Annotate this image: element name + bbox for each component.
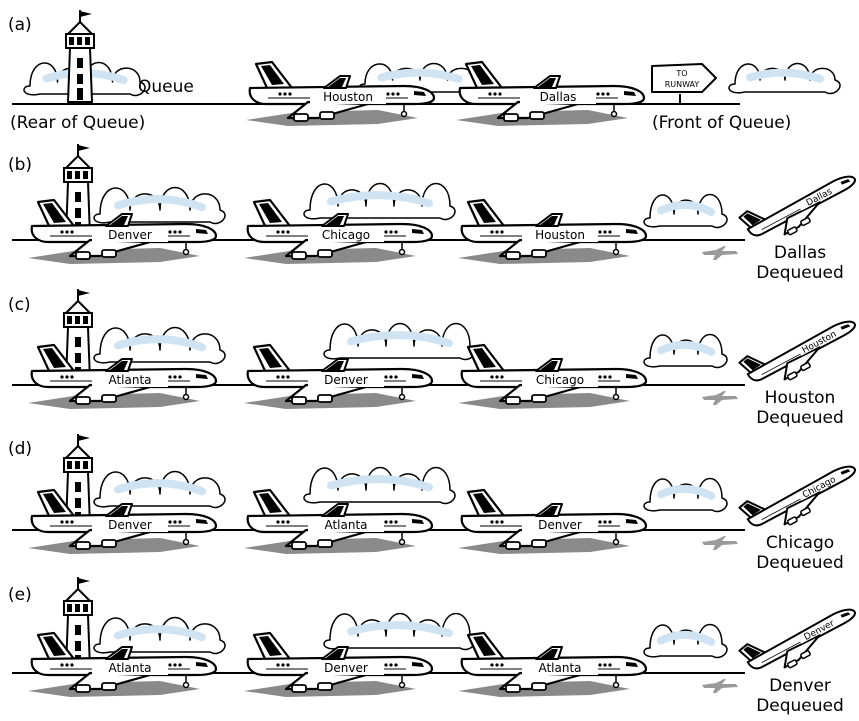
panel-letter: (c): [8, 295, 31, 315]
queue-label: Queue: [138, 77, 194, 97]
cloud: [729, 64, 840, 94]
status-city: Houston: [765, 388, 836, 408]
sign-line1: TO: [675, 69, 687, 78]
cloud: [94, 188, 225, 224]
departing-plane: Dallas: [738, 160, 859, 253]
front-label: (Front of Queue): [652, 113, 791, 133]
status-word: Dequeued: [756, 408, 844, 428]
queued-plane: Houston: [458, 200, 646, 264]
plane-label: Denver: [324, 373, 368, 387]
panels-layer: (a) Queue (Rear of Queue) (Front of Queue) T…: [8, 10, 859, 716]
departing-plane: Houston: [738, 305, 859, 398]
plane-label: Chicago: [536, 373, 584, 387]
plane-label: Atlanta: [324, 518, 367, 532]
cloud: [94, 328, 225, 364]
plane-label: Denver: [538, 518, 582, 532]
queued-plane: Denver: [458, 490, 646, 554]
ground-shadow: [702, 536, 738, 550]
departing-plane: Chicago: [738, 450, 859, 543]
status-city: Dallas: [774, 243, 826, 263]
cloud: [644, 335, 727, 368]
plane-label: Houston: [323, 90, 373, 104]
cloud: [304, 468, 455, 504]
cloud: [94, 472, 225, 508]
plane-label: Denver: [324, 661, 368, 675]
panel-letter: (d): [8, 439, 32, 459]
plane-label: Dallas: [540, 90, 577, 104]
cloud: [324, 614, 475, 650]
ground-shadow: [702, 391, 738, 405]
panel-letter: (e): [8, 585, 32, 605]
status-city: Chicago: [766, 533, 834, 553]
departing-plane: Denver: [738, 593, 859, 686]
plane-label: Atlanta: [538, 661, 581, 675]
status-city: Denver: [769, 676, 831, 696]
plane-label: Atlanta: [108, 373, 151, 387]
rear-label: (Rear of Queue): [10, 113, 145, 133]
sign-line2: RUNWAY: [665, 80, 700, 89]
status-word: Dequeued: [756, 263, 844, 283]
plane-label: Denver: [108, 518, 152, 532]
panel-a: (a) Queue (Rear of Queue) (Front of Queue) T…: [8, 10, 840, 133]
ground-shadow: [702, 679, 738, 693]
cloud: [304, 184, 455, 220]
plane-label: Denver: [108, 228, 152, 242]
status-word: Dequeued: [756, 553, 844, 573]
control-tower: [66, 10, 94, 102]
plane-label: Atlanta: [108, 661, 151, 675]
status-word: Dequeued: [756, 696, 844, 716]
ground-shadow: [702, 246, 738, 260]
panel-letter: (b): [8, 155, 32, 175]
cloud: [94, 618, 225, 654]
plane-label: Houston: [535, 228, 585, 242]
runway-sign: TO RUNWAY: [652, 64, 716, 104]
cloud: [644, 195, 727, 228]
plane-label: Chicago: [322, 228, 370, 242]
queued-plane: Chicago: [458, 345, 646, 409]
cloud: [644, 625, 727, 658]
queued-plane: Atlanta: [458, 633, 646, 697]
cloud: [644, 479, 727, 512]
queued-plane: Dallas: [456, 62, 644, 126]
panel-letter: (a): [8, 15, 32, 35]
cloud: [324, 324, 475, 360]
